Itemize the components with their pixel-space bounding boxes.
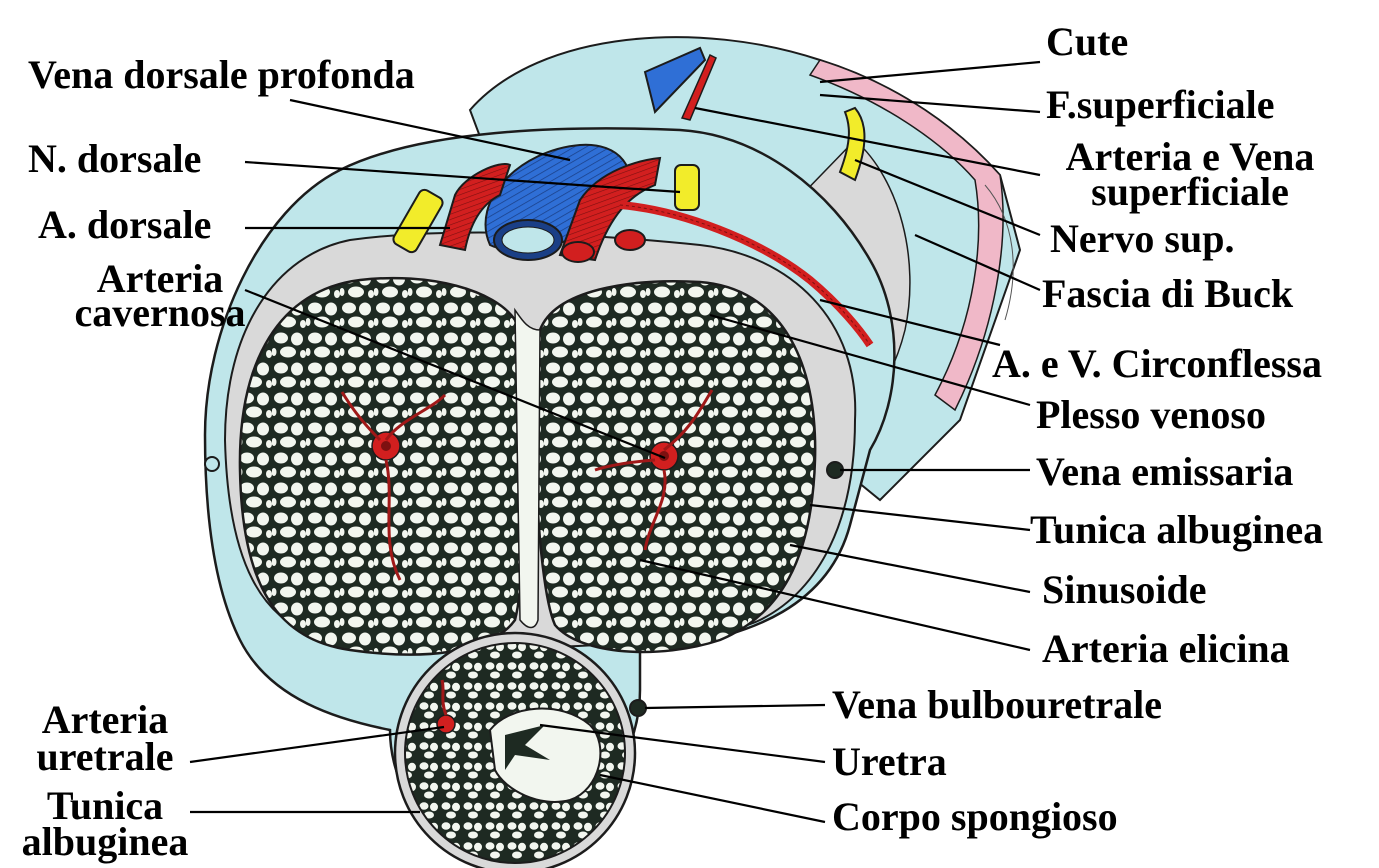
label-sinusoide: Sinusoide: [1042, 573, 1207, 607]
label-vena-bulbouretrale: Vena bulbouretrale: [832, 688, 1162, 722]
label-cute: Cute: [1046, 25, 1128, 59]
label-corpo-spongioso: Corpo spongioso: [832, 800, 1118, 834]
label-circonflessa: A. e V. Circonflessa: [992, 347, 1322, 381]
septum: [515, 310, 540, 628]
corpus-cavernosum-right: [535, 281, 815, 652]
label-arteria-vena-superficiale-line2: superficiale: [1040, 175, 1340, 209]
label-f-superficiale: F.superficiale: [1046, 88, 1275, 122]
label-tunica-albuginea-left-line1: Tunica: [10, 789, 200, 823]
label-arteria-uretrale-line2: uretrale: [10, 740, 200, 774]
label-nervo-sup: Nervo sup.: [1050, 222, 1234, 256]
label-uretra: Uretra: [832, 745, 947, 779]
label-tunica-albuginea-left-line2: albuginea: [10, 825, 200, 859]
label-arteria-cavernosa-line2: cavernosa: [40, 296, 280, 330]
label-arteria-uretrale-line1: Arteria: [10, 703, 200, 737]
emissary-vein-left: [205, 457, 219, 471]
label-fascia-di-buck: Fascia di Buck: [1042, 277, 1293, 311]
label-plesso-venoso: Plesso venoso: [1036, 398, 1266, 432]
label-a-dorsale: A. dorsale: [38, 208, 211, 242]
corpus-cavernosum-left: [240, 278, 526, 654]
label-vena-emissaria: Vena emissaria: [1036, 455, 1293, 489]
label-n-dorsale: N. dorsale: [28, 142, 201, 176]
label-vena-dorsale-profonda: Vena dorsale profonda: [28, 58, 415, 92]
label-arteria-elicina: Arteria elicina: [1042, 632, 1290, 666]
label-tunica-albuginea-right: Tunica albuginea: [1030, 513, 1323, 547]
